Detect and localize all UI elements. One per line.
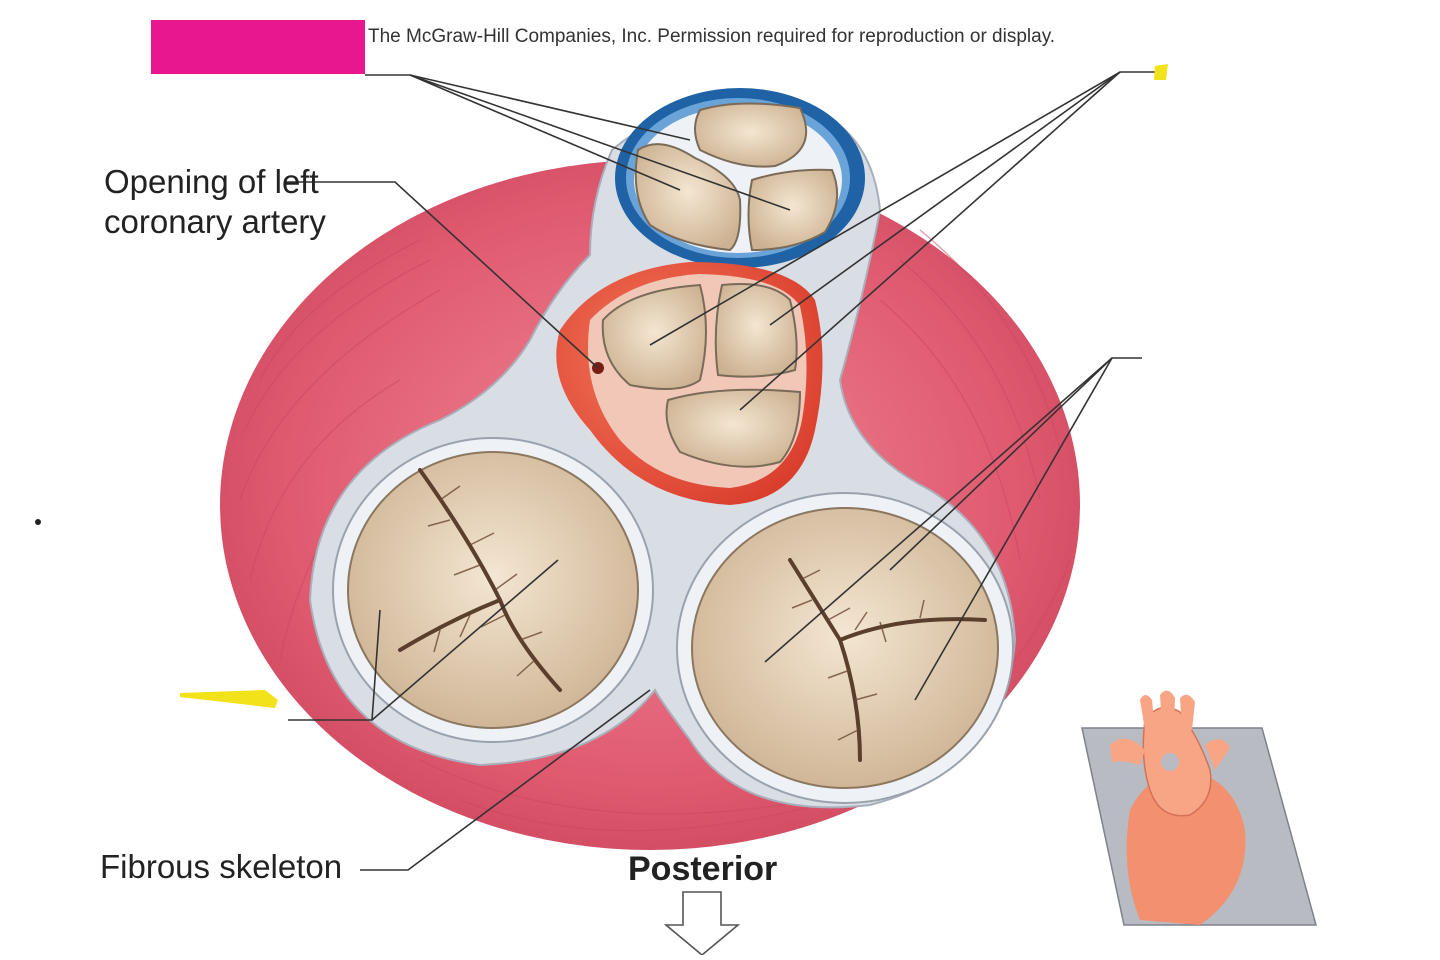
valve-closure-line [398,468,562,692]
redaction-box [151,20,365,74]
valve-closure-line [788,558,987,762]
aortic-cusp [665,388,802,468]
muscle-striations [239,229,1071,832]
copyright-notice: The McGraw-Hill Companies, Inc. Permissi… [368,26,1056,47]
posterior-arrow-icon [663,891,741,957]
pulmonary-cusp [634,143,742,252]
stray-mark [35,519,41,525]
pulmonary-cusp [694,102,808,168]
highlight-mark [180,690,278,708]
label-fibrous-skeleton: Fibrous skeleton [100,848,343,885]
pulmonary-cusp [747,168,839,252]
heart-orientation-icon [1081,690,1317,926]
leader-lines [285,71,1160,871]
highlight-mark [1154,64,1168,80]
label-posterior: Posterior [628,850,778,888]
aortic-cusp [714,283,798,378]
aortic-cusp [601,283,707,390]
label-opening-left-coronary-artery: Opening of left coronary artery [104,163,326,240]
